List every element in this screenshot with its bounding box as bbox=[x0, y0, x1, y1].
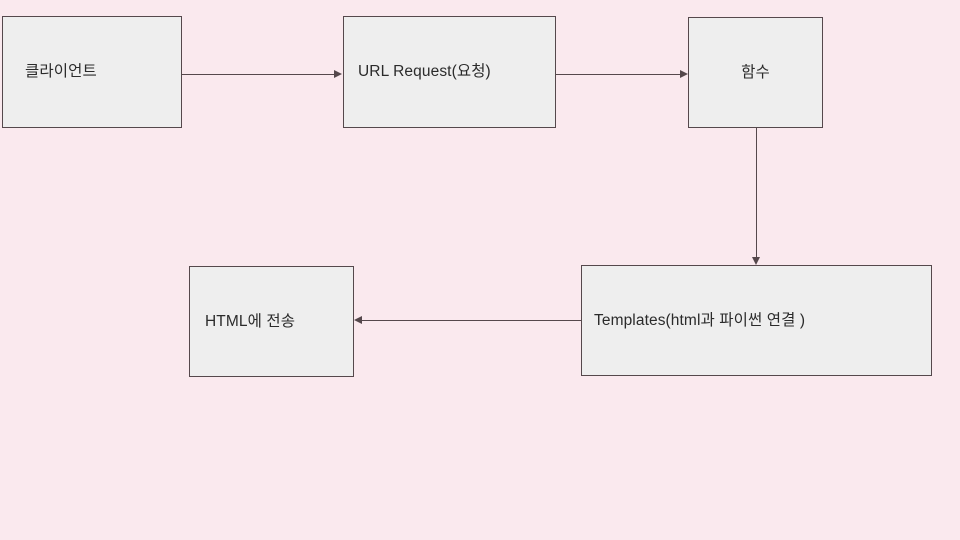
node-templates-label: Templates(html과 파이썬 연결 ) bbox=[594, 311, 806, 329]
node-html-send[interactable]: HTML에 전송 bbox=[189, 266, 354, 377]
node-function[interactable]: 함수 bbox=[688, 17, 823, 128]
node-html-send-label: HTML에 전송 bbox=[205, 312, 296, 330]
node-url-request-label: URL Request(요청) bbox=[358, 63, 491, 81]
node-client-label: 클라이언트 bbox=[25, 63, 97, 81]
arrow-right-icon bbox=[680, 69, 688, 78]
node-client[interactable]: 클라이언트 bbox=[2, 16, 182, 128]
arrow-down-icon bbox=[751, 257, 760, 265]
node-templates[interactable]: Templates(html과 파이썬 연결 ) bbox=[581, 265, 932, 376]
arrow-right-icon bbox=[334, 69, 342, 78]
edge-line bbox=[556, 74, 680, 75]
edge-line bbox=[362, 320, 582, 321]
node-function-label: 함수 bbox=[741, 63, 770, 81]
arrow-left-icon bbox=[354, 315, 362, 324]
edge-line bbox=[756, 128, 757, 257]
node-url-request[interactable]: URL Request(요청) bbox=[343, 16, 556, 128]
edge-line bbox=[182, 74, 334, 75]
